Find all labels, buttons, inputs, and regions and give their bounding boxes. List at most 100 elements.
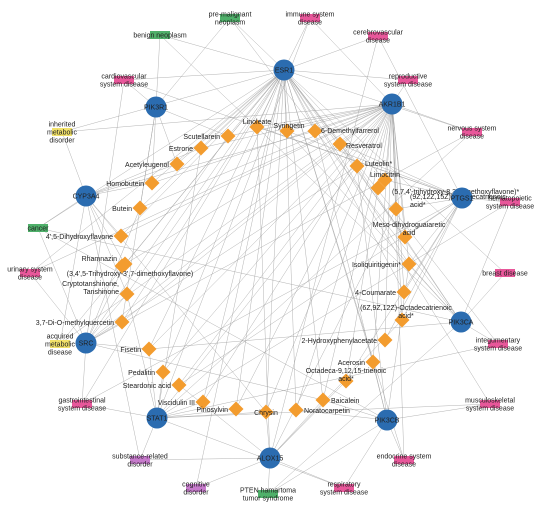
compound-node[interactable]: Viscidulin III [158, 394, 211, 410]
edge [126, 293, 158, 419]
compound-marker [377, 332, 393, 348]
compound-label: Isoliquiritigenin* [352, 262, 401, 269]
disease-marker [72, 400, 92, 408]
compound-node[interactable]: 3,7-Di-O-methylquercetin [36, 314, 130, 330]
compound-node[interactable]: Noratocarpetin [288, 402, 351, 418]
compound-node[interactable]: 4',5-Dihydroxyflavone [46, 228, 129, 244]
edge [61, 103, 393, 133]
compound-marker [193, 140, 209, 156]
target-node[interactable]: CYP3A4 [73, 185, 100, 207]
disease-node[interactable]: benign neoplasm [133, 31, 187, 40]
edge [235, 69, 285, 410]
target-node[interactable]: SRC [75, 332, 97, 354]
compound-node[interactable]: Baicalein [315, 392, 360, 408]
compound-node[interactable]: 2-Hydroxyphenylacetate [302, 332, 393, 348]
compound-node[interactable]: Acetyleugenol [125, 156, 185, 172]
compound-node[interactable]: Pinosylvin [196, 401, 244, 417]
edge [267, 321, 462, 495]
compound-node[interactable]: Acerosin [338, 354, 381, 370]
edge [256, 126, 271, 459]
compound-node[interactable]: Butein [112, 200, 148, 216]
edge [195, 69, 285, 489]
compound-node[interactable]: Chrysin [254, 404, 278, 420]
edge [386, 403, 491, 421]
edge [286, 103, 393, 132]
compound-label: Linoleate [243, 119, 272, 126]
compound-node[interactable]: 6-Demethylfarrerol [307, 123, 380, 139]
edge [155, 34, 161, 108]
edge [202, 103, 393, 403]
target-label: CYP3A4 [73, 194, 100, 201]
target-node[interactable]: PIK3CA [449, 311, 474, 333]
compound-marker [349, 158, 365, 174]
compound-node[interactable]: Homobutein [106, 175, 160, 191]
compound-node[interactable]: Steardonic acid [123, 377, 187, 393]
compound-node[interactable]: Syringetin [273, 123, 305, 139]
compound-node[interactable]: Scutellarein [183, 128, 236, 144]
target-node[interactable]: PTGS1 [451, 187, 474, 209]
edge [85, 143, 341, 344]
edge [85, 79, 125, 344]
edge [460, 201, 511, 323]
compound-marker [365, 354, 381, 370]
compound-node[interactable]: Estrone [169, 140, 209, 156]
target-node[interactable]: AKR1B1 [379, 93, 406, 115]
compound-marker [401, 256, 417, 272]
compound-node[interactable]: Isoliquiritigenin* [352, 256, 417, 272]
disease-marker [368, 32, 388, 40]
edge [229, 17, 285, 71]
compound-node[interactable]: Pedalitin [128, 364, 171, 380]
edge [126, 69, 285, 295]
target-node[interactable]: STAT1 [146, 407, 168, 429]
compound-node[interactable]: Fisetin [120, 341, 157, 357]
compound-node[interactable]: Cryptotanshinone,Tanshinone [62, 281, 135, 302]
compound-label: Cryptotanshinone,Tanshinone [62, 281, 119, 296]
compound-node[interactable]: Resveratrol [332, 136, 383, 152]
edge [200, 103, 393, 149]
target-node[interactable]: PIK3CB [375, 409, 400, 431]
target-label: STAT1 [147, 416, 168, 423]
edge [37, 227, 388, 421]
disease-node[interactable]: cancer [27, 224, 49, 233]
compound-marker [132, 200, 148, 216]
target-node[interactable]: PIK3R1 [144, 96, 168, 118]
compound-node[interactable]: 4-Coumarate [355, 284, 412, 300]
edge [85, 293, 128, 344]
target-node[interactable]: ESR1 [273, 59, 295, 81]
edge [29, 69, 285, 274]
edge [85, 195, 141, 461]
disease-label: breast disease [482, 271, 528, 278]
compound-node[interactable]: (3,4',5-Trihydroxy-3',7-dimethoxyflavone… [67, 258, 194, 279]
disease-node[interactable]: breast disease [482, 269, 528, 278]
target-node[interactable]: ALOX15 [257, 447, 284, 469]
compound-marker [228, 401, 244, 417]
disease-marker [495, 269, 515, 277]
compound-node[interactable]: Luteolin* [349, 158, 393, 174]
edge [286, 130, 463, 199]
compound-node[interactable]: Linoleate [243, 119, 272, 135]
compound-label: Homobutein [106, 181, 144, 188]
